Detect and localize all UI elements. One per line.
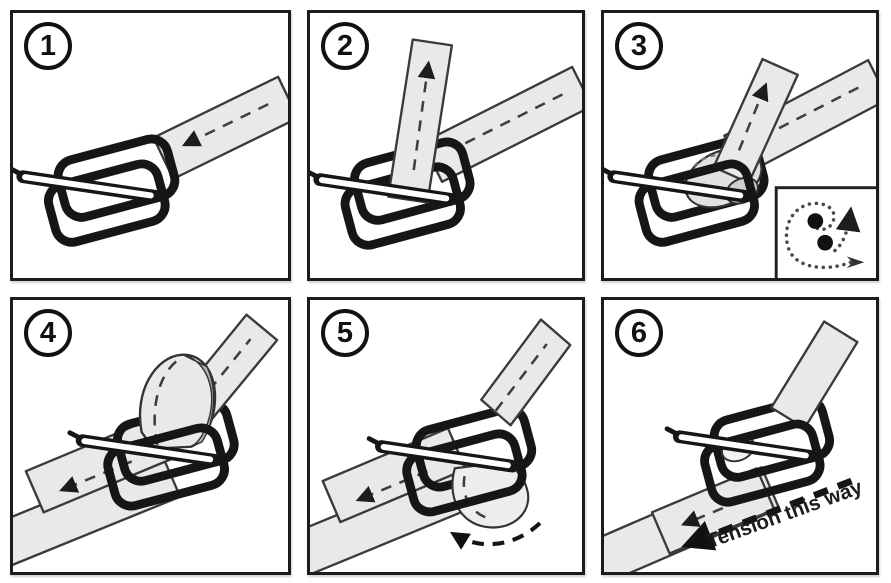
- dashed-line: [195, 338, 252, 407]
- threading-exit-arrow-icon: [833, 206, 861, 253]
- dashed-arrow-up-icon: [412, 60, 436, 171]
- step-number-badge: 4: [24, 309, 72, 357]
- panel-step-1: 1: [10, 10, 291, 281]
- step-number-badge: 3: [615, 22, 663, 70]
- panel-step-2: 2: [307, 10, 585, 281]
- illustration-step-2: [310, 38, 582, 278]
- illustration-step-6: Tension this way: [604, 320, 866, 572]
- step-number-badge: 5: [321, 309, 369, 357]
- strap-tail: [770, 320, 859, 430]
- loop-dashed-line: [153, 359, 179, 446]
- curved-rotate-arrow-icon: [449, 521, 542, 550]
- illustration-step-4: [13, 313, 279, 566]
- buckle-wire-dot: [807, 213, 824, 229]
- threading-path-dotted: [784, 201, 853, 270]
- threading-path-inset: [774, 186, 876, 278]
- panel-step-3: 3: [601, 10, 879, 281]
- illustration-step-5: [310, 318, 572, 572]
- dashed-arrow-icon: [181, 103, 269, 147]
- panel-step-6: 6 Tension this way: [601, 297, 879, 575]
- step-number-badge: 2: [321, 22, 369, 70]
- buckle-wire-dot: [817, 234, 833, 251]
- step-number-badge: 1: [24, 22, 72, 70]
- dashed-arrow-left-icon: [355, 470, 428, 503]
- panel-step-5: 5: [307, 297, 585, 575]
- strap-end-up: [712, 57, 799, 184]
- step-number-badge: 6: [615, 309, 663, 357]
- panel-step-4: 4: [10, 297, 291, 575]
- dashed-line: [494, 343, 548, 412]
- threading-entry-arrow-icon: [846, 256, 865, 269]
- strap-loop-shade: [182, 354, 215, 448]
- tension-arrow-icon: [681, 477, 853, 551]
- illustration-step-3: [604, 57, 876, 278]
- dashed-arrow-left-icon: [59, 460, 133, 493]
- illustration-step-1: [13, 75, 288, 278]
